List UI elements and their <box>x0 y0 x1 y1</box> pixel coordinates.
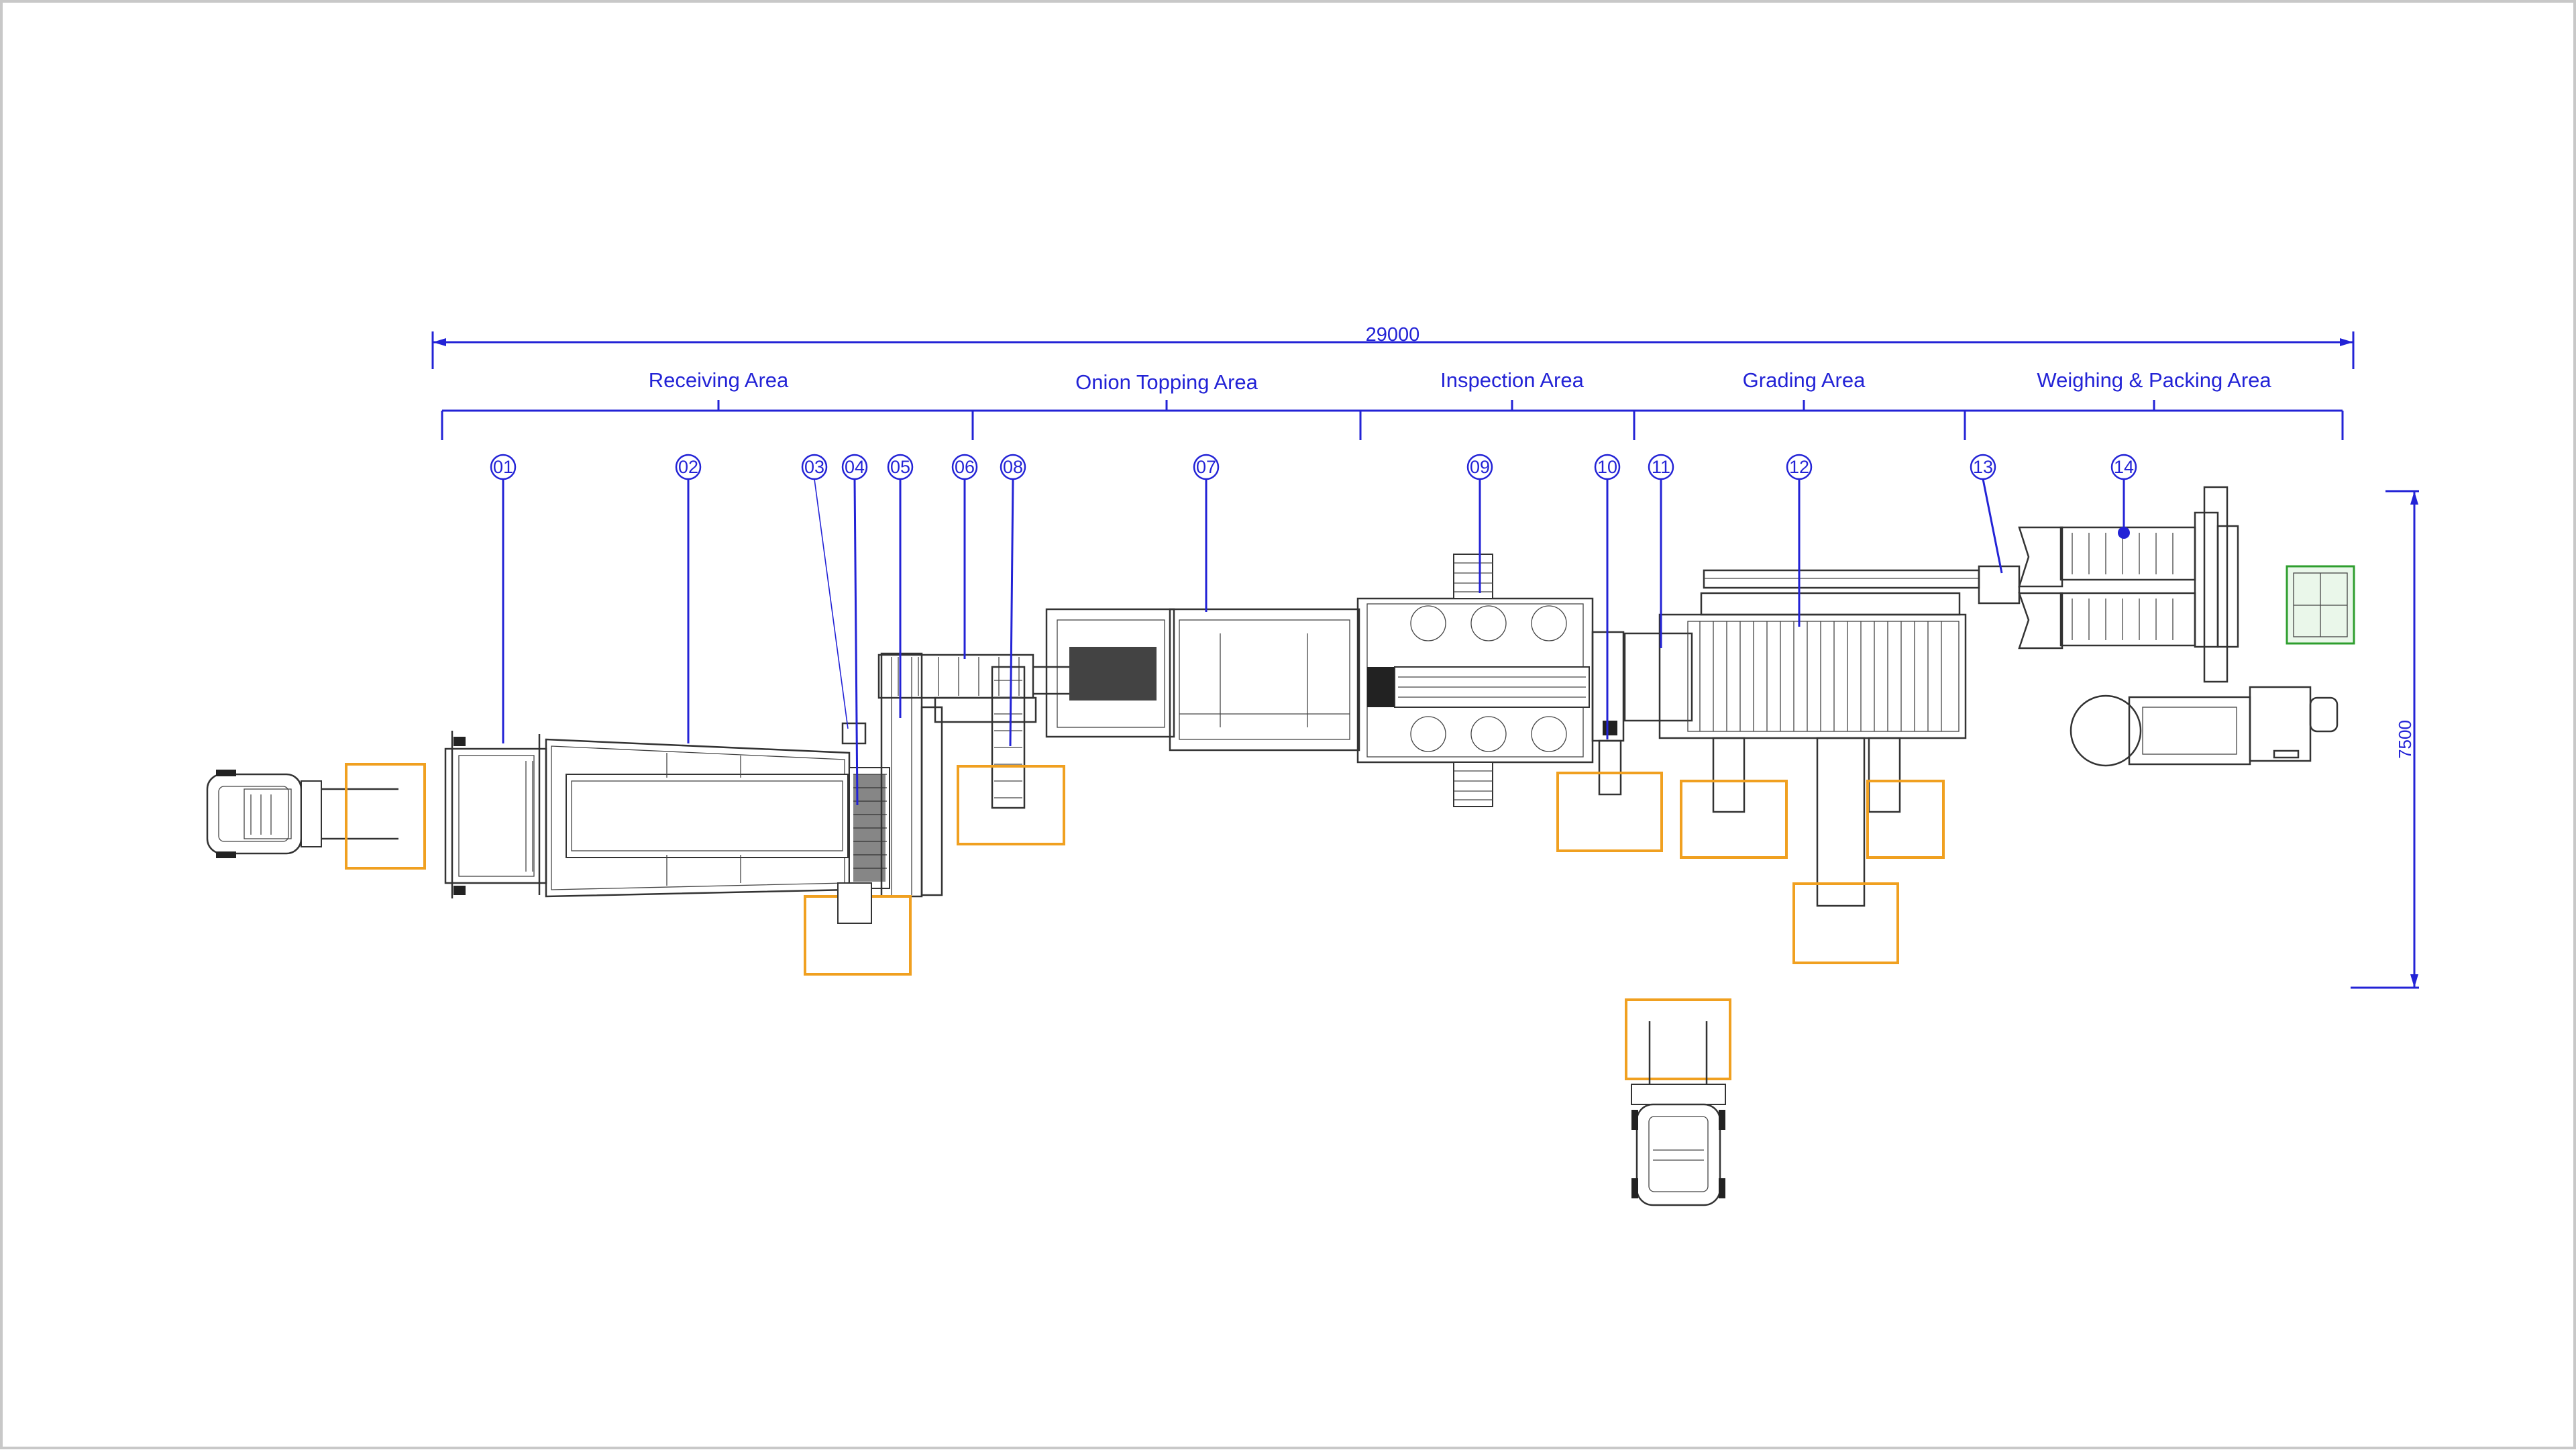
overall-width-dimension: 7500 <box>2351 490 2419 989</box>
svg-text:13: 13 <box>1973 457 1993 477</box>
callout-03: 03 <box>801 454 828 480</box>
svg-text:04: 04 <box>845 457 865 477</box>
svg-text:11: 11 <box>1652 457 1670 477</box>
machine-07-onion-topper <box>1033 608 1360 751</box>
callout-04: 04 <box>841 454 868 480</box>
area-label-receiving: Receiving Area <box>649 368 789 392</box>
overall-length-label: 29000 <box>1366 324 1420 346</box>
svg-text:02: 02 <box>678 457 698 477</box>
overall-length-dimension: 29000 <box>431 324 2355 369</box>
bin-area-10 <box>1556 772 1663 852</box>
callout-13: 13 <box>1970 454 1996 480</box>
area-label-grading: Grading Area <box>1743 368 1866 392</box>
layout-drawing: 29000 7500 Receiving Area Onion Topping … <box>206 324 2419 1206</box>
callout-09: 09 <box>1466 454 1493 480</box>
callout-10: 10 <box>1594 454 1621 480</box>
bin-area-08 <box>957 765 1065 845</box>
area-label-onion-topping: Onion Topping Area <box>1075 370 1258 394</box>
svg-text:10: 10 <box>1597 457 1617 477</box>
machine-06-transfer-conveyor <box>877 654 1037 723</box>
bin-area-forklift-left <box>345 763 426 870</box>
svg-text:12: 12 <box>1789 457 1809 477</box>
svg-text:09: 09 <box>1470 457 1490 477</box>
bin-area-12c <box>1792 882 1899 964</box>
machine-layout <box>206 486 2355 1206</box>
bin-area-12a <box>1680 780 1788 859</box>
machine-11-12-grader <box>1623 592 1967 907</box>
forklift-bottom <box>1625 998 1731 1206</box>
machine-03-04-elevator <box>841 722 890 889</box>
svg-text:08: 08 <box>1003 457 1023 477</box>
machine-14-weigher-bagger <box>2018 486 2339 767</box>
callout-08: 08 <box>1000 454 1026 480</box>
callout-02: 02 <box>675 454 702 480</box>
machine-05-incline-conveyor <box>880 652 943 898</box>
overall-width-label: 7500 <box>2395 720 2415 759</box>
machine-01-bin-tipper <box>444 731 547 898</box>
area-brackets: Receiving Area Onion Topping Area Inspec… <box>441 368 2344 440</box>
machine-09-inspection-table <box>1356 554 1594 807</box>
svg-text:05: 05 <box>890 457 910 477</box>
callout-05: 05 <box>887 454 914 480</box>
machine-02-receiving-hopper <box>545 738 851 898</box>
forklift-left <box>206 770 398 858</box>
dimension-lines: 29000 7500 <box>431 324 2419 989</box>
svg-text:07: 07 <box>1196 457 1216 477</box>
svg-text:14: 14 <box>2114 457 2134 477</box>
callout-06: 06 <box>951 454 978 480</box>
svg-text:01: 01 <box>493 457 513 477</box>
callout-14: 14 <box>2110 454 2137 480</box>
callout-01: 01 <box>490 454 517 480</box>
bin-area-12b <box>1866 780 1945 859</box>
callout-12: 12 <box>1786 454 1813 480</box>
svg-text:06: 06 <box>955 457 975 477</box>
bin-area-forklift-bottom <box>1625 998 1731 1080</box>
callout-11: 11 <box>1648 454 1674 480</box>
svg-text:03: 03 <box>804 457 824 477</box>
machine-08-waste-conveyor <box>991 666 1026 809</box>
area-label-inspection: Inspection Area <box>1440 368 1584 392</box>
machine-13-elevator <box>1703 565 2021 605</box>
callout-07: 07 <box>1193 454 1220 480</box>
callouts: 01 02 03 04 05 06 08 07 09 10 11 12 13 1… <box>490 454 2137 806</box>
area-label-weighing-packing: Weighing & Packing Area <box>2037 368 2271 392</box>
